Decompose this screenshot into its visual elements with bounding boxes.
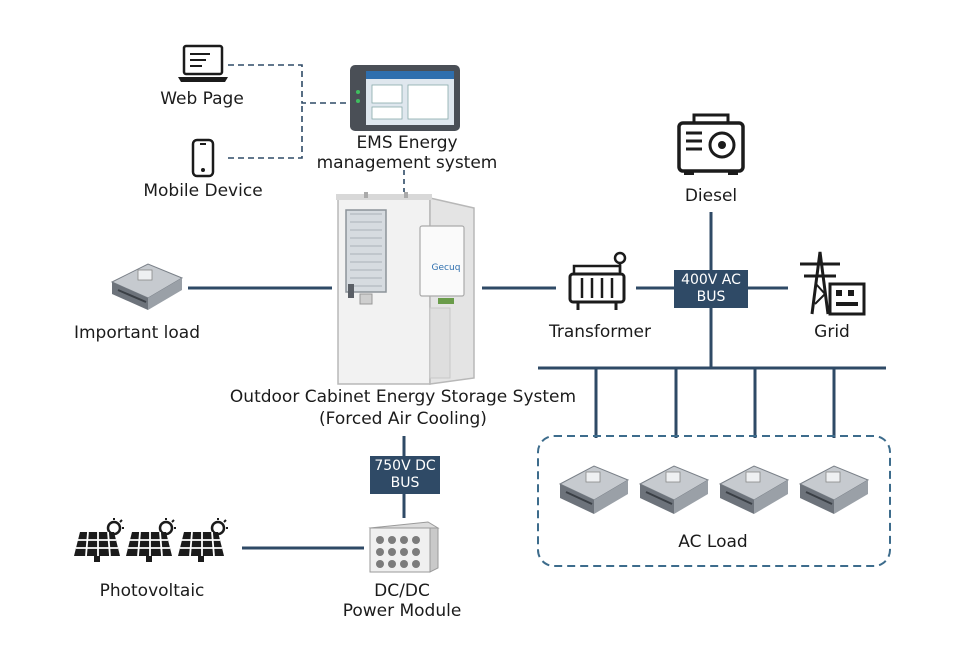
cabinet-label-line1: Outdoor Cabinet Energy Storage System [229, 387, 577, 407]
grid-label: Grid [814, 322, 850, 342]
web-to-ems-link [228, 64, 352, 104]
ems-monitor-icon [350, 65, 460, 131]
diesel-generator-icon [677, 113, 745, 175]
transformer-label: Transformer [548, 322, 651, 342]
ac-bus-box: 400V AC BUS [674, 270, 748, 308]
dcdc-label-line2: Power Module [342, 601, 462, 621]
mobile-to-ems-link [228, 103, 303, 159]
dc-bus-box: 750V DC BUS [370, 456, 440, 494]
transformer-icon [568, 251, 627, 310]
ac-load-device-4 [799, 465, 869, 515]
ac-load-group-boundary [537, 435, 891, 567]
ac-bus-line2: BUS [696, 289, 726, 305]
laptop-icon [178, 44, 228, 82]
cabinet-label: Outdoor Cabinet Energy Storage System (F… [216, 386, 590, 430]
ac-bus-line1: 400V AC [681, 272, 741, 288]
dcdc-label-line1: DC/DC [374, 581, 430, 601]
mobile-device-label: Mobile Device [143, 181, 263, 201]
ac-load-label: AC Load [678, 532, 748, 552]
ems-label-line2: management system [316, 153, 498, 173]
mobile-phone-icon [191, 138, 215, 178]
cabinet-brand-logo: Gecuq [431, 263, 461, 273]
diesel-label: Diesel [684, 186, 738, 206]
ems-label: EMS Energy management system [300, 133, 514, 173]
solar-panels-icon [74, 518, 230, 564]
dcdc-label: DC/DC Power Module [318, 581, 486, 621]
important-load-device-icon [110, 263, 184, 310]
power-grid-tower-icon [800, 251, 866, 316]
outdoor-cabinet-icon [336, 192, 475, 385]
ac-load-device-3 [719, 465, 789, 515]
dc-bus-line1: 750V DC [374, 458, 436, 474]
dc-bus-line2: BUS [390, 475, 420, 491]
photovoltaic-label: Photovoltaic [99, 581, 205, 601]
important-load-label: Important load [73, 323, 200, 343]
cabinet-label-line2: (Forced Air Cooling) [319, 409, 487, 429]
ac-load-device-2 [639, 465, 709, 515]
ac-load-devices [558, 465, 869, 515]
ems-label-line1: EMS Energy [356, 133, 458, 153]
web-page-label: Web Page [160, 89, 244, 109]
dcdc-power-module-icon [368, 521, 440, 573]
